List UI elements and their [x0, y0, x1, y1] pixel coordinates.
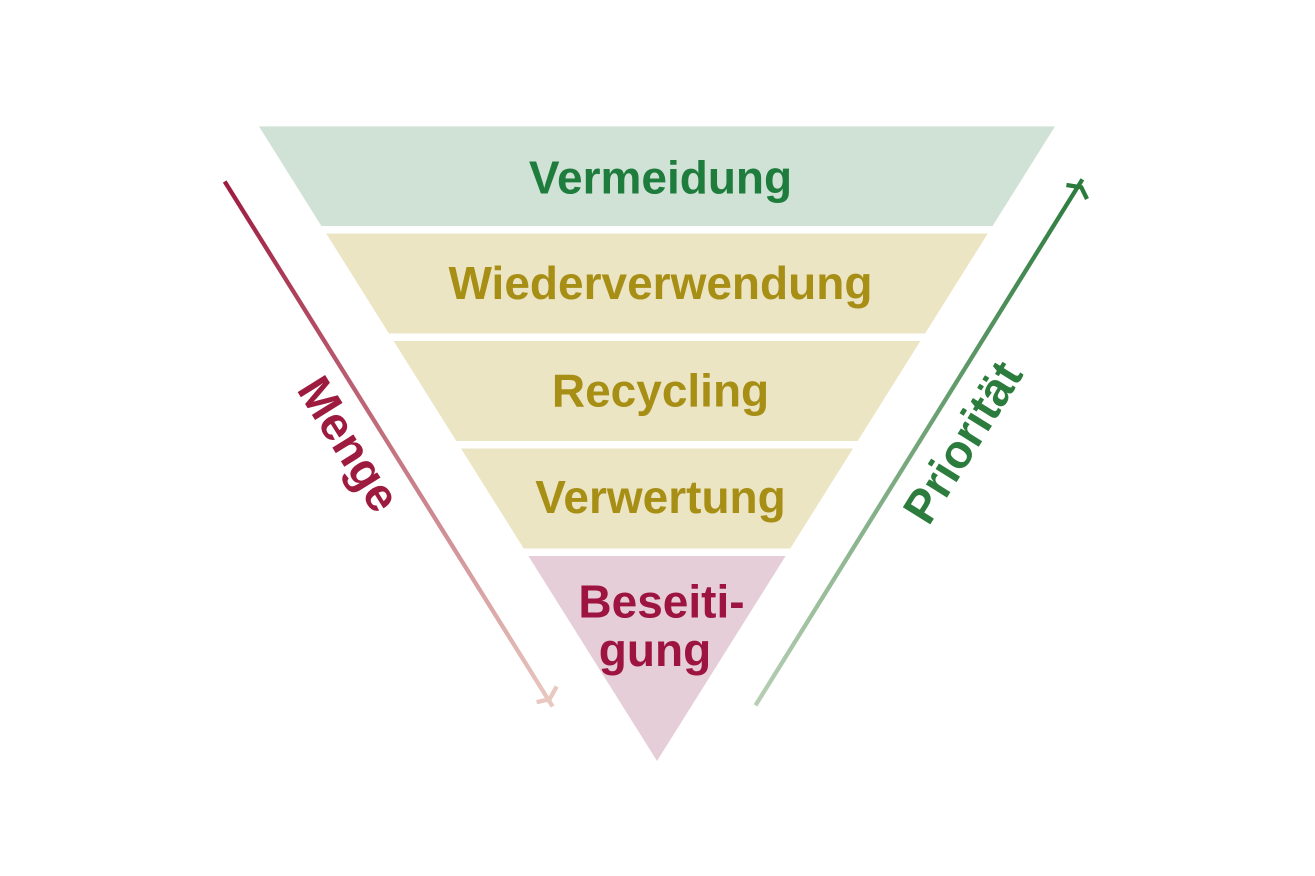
- svg-text:Wiederverwendung: Wiederverwendung: [449, 257, 873, 309]
- svg-text:Beseiti-: Beseiti-: [578, 576, 744, 628]
- svg-text:Recycling: Recycling: [552, 365, 769, 417]
- svg-text:gung: gung: [599, 624, 711, 676]
- svg-text:Vermeidung: Vermeidung: [529, 152, 792, 204]
- svg-text:Verwertung: Verwertung: [535, 471, 786, 523]
